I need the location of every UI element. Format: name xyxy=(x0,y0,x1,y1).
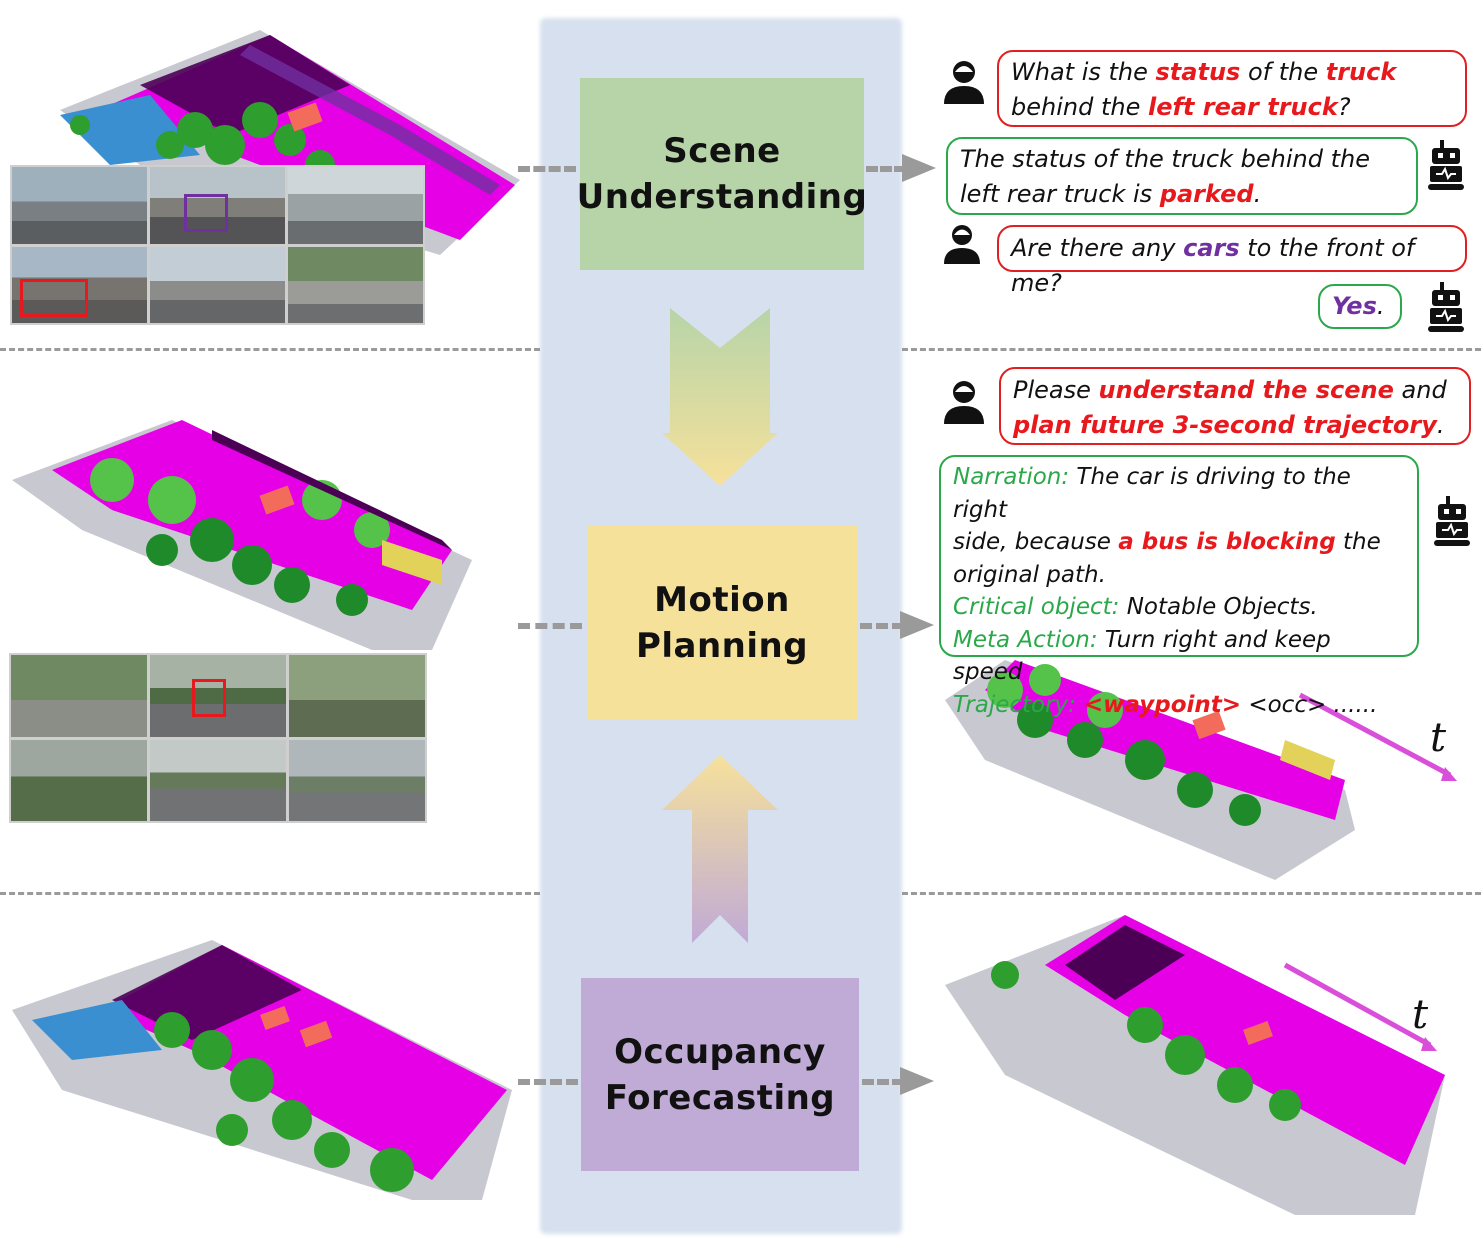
camera-image xyxy=(11,739,147,821)
text: The car is driving to the right xyxy=(953,464,1351,523)
stage-title: Planning xyxy=(635,626,809,666)
output-arrow-scene xyxy=(866,166,906,172)
answer-bubble: Narration: The car is driving to the rig… xyxy=(939,455,1419,718)
arrowhead-icon xyxy=(902,154,936,182)
arrowhead-icon xyxy=(900,611,934,639)
answer-bubble: Yes. xyxy=(1318,284,1402,329)
down-arrow xyxy=(662,308,778,486)
time-label: t xyxy=(1430,715,1447,761)
highlight: understand the scene xyxy=(1098,376,1394,404)
meta-action-label: Meta Action: xyxy=(953,626,1098,653)
occupancy-forecast-result xyxy=(945,915,1445,1215)
highlight: Yes xyxy=(1332,292,1377,320)
user-icon xyxy=(944,225,980,264)
stage-title: Occupancy xyxy=(614,1031,826,1072)
text: of the xyxy=(1240,58,1326,86)
user-icon xyxy=(944,61,984,104)
text: Please xyxy=(1013,376,1099,404)
text: The status of the truck behind the xyxy=(960,145,1370,173)
separator-left-2 xyxy=(0,892,540,895)
camera-views-1 xyxy=(10,165,425,325)
narration-label: Narration: xyxy=(953,464,1070,490)
output-arrow-motion xyxy=(860,623,904,629)
question-bubble: Are there any cars to the front of me? xyxy=(997,225,1467,297)
camera-image xyxy=(288,246,423,323)
question-bubble: Please understand the scene and plan fut… xyxy=(999,367,1471,445)
output-arrow-occupancy xyxy=(862,1079,904,1085)
camera-image xyxy=(289,655,425,737)
camera-image xyxy=(150,246,285,323)
text: . xyxy=(1436,411,1445,439)
trajectory-label: Trajectory: xyxy=(953,691,1076,718)
text: . xyxy=(1253,180,1262,208)
camera-image xyxy=(150,739,286,821)
highlight: left rear truck xyxy=(1147,93,1338,121)
text: ? xyxy=(1337,93,1351,121)
separator-right-2 xyxy=(902,892,1481,895)
text: to the front of me? xyxy=(1011,234,1415,297)
text: Turn right and keep speed xyxy=(953,626,1331,686)
ego-box xyxy=(184,194,228,232)
answer-bubble: The status of the truck behind the left … xyxy=(946,137,1418,215)
text: . xyxy=(1376,292,1385,320)
time-label: t xyxy=(1412,992,1429,1038)
robot-icon xyxy=(1428,282,1464,332)
up-arrow xyxy=(662,755,778,943)
stage-title: Motion xyxy=(654,580,790,620)
separator-right-1 xyxy=(902,348,1481,351)
text: original path. xyxy=(953,561,1106,588)
target-box xyxy=(20,278,88,317)
robot-icon xyxy=(1434,496,1470,546)
highlight: a bus is blocking xyxy=(1118,529,1336,555)
text: Notable Objects. xyxy=(1119,594,1318,620)
text: behind the xyxy=(1011,93,1148,121)
occupancy-scene-2 xyxy=(12,420,472,650)
highlight: <waypoint> xyxy=(1075,691,1242,718)
text: Are there any xyxy=(1011,234,1184,262)
text: What is the xyxy=(1011,58,1156,86)
stage-title: Scene xyxy=(663,131,781,171)
user-icon xyxy=(944,381,984,424)
occupancy-scene-3 xyxy=(12,940,512,1200)
text: and xyxy=(1393,376,1447,404)
camera-views-2 xyxy=(9,653,427,823)
camera-image xyxy=(12,246,147,323)
highlight: cars xyxy=(1183,234,1240,262)
input-arrow-scene xyxy=(518,166,576,172)
separator-left-1 xyxy=(0,348,540,351)
target-box xyxy=(192,679,226,717)
arrowhead-icon xyxy=(900,1067,934,1095)
stage-title: Understanding xyxy=(576,177,868,217)
critical-object-label: Critical object: xyxy=(953,594,1120,620)
text: left rear truck is xyxy=(960,180,1160,208)
text: <occ> ...... xyxy=(1241,691,1378,718)
robot-icon xyxy=(1428,140,1464,190)
highlight: status xyxy=(1155,58,1241,86)
text: the xyxy=(1335,529,1381,555)
highlight: plan future 3-second trajectory xyxy=(1013,411,1437,439)
camera-image xyxy=(288,167,423,244)
input-arrow-occupancy xyxy=(518,1079,578,1085)
highlight: parked xyxy=(1159,180,1254,208)
stage-title: Forecasting xyxy=(604,1077,836,1118)
input-arrow-motion xyxy=(518,623,582,629)
text: side, because xyxy=(953,529,1119,555)
occupancy-forecast-planning xyxy=(945,660,1457,880)
question-bubble: What is the status of the truck behind t… xyxy=(997,50,1467,127)
camera-image xyxy=(12,167,147,244)
camera-image xyxy=(11,655,147,737)
camera-image xyxy=(289,739,425,821)
camera-image xyxy=(150,167,285,244)
camera-image xyxy=(150,655,286,737)
highlight: truck xyxy=(1325,58,1397,86)
